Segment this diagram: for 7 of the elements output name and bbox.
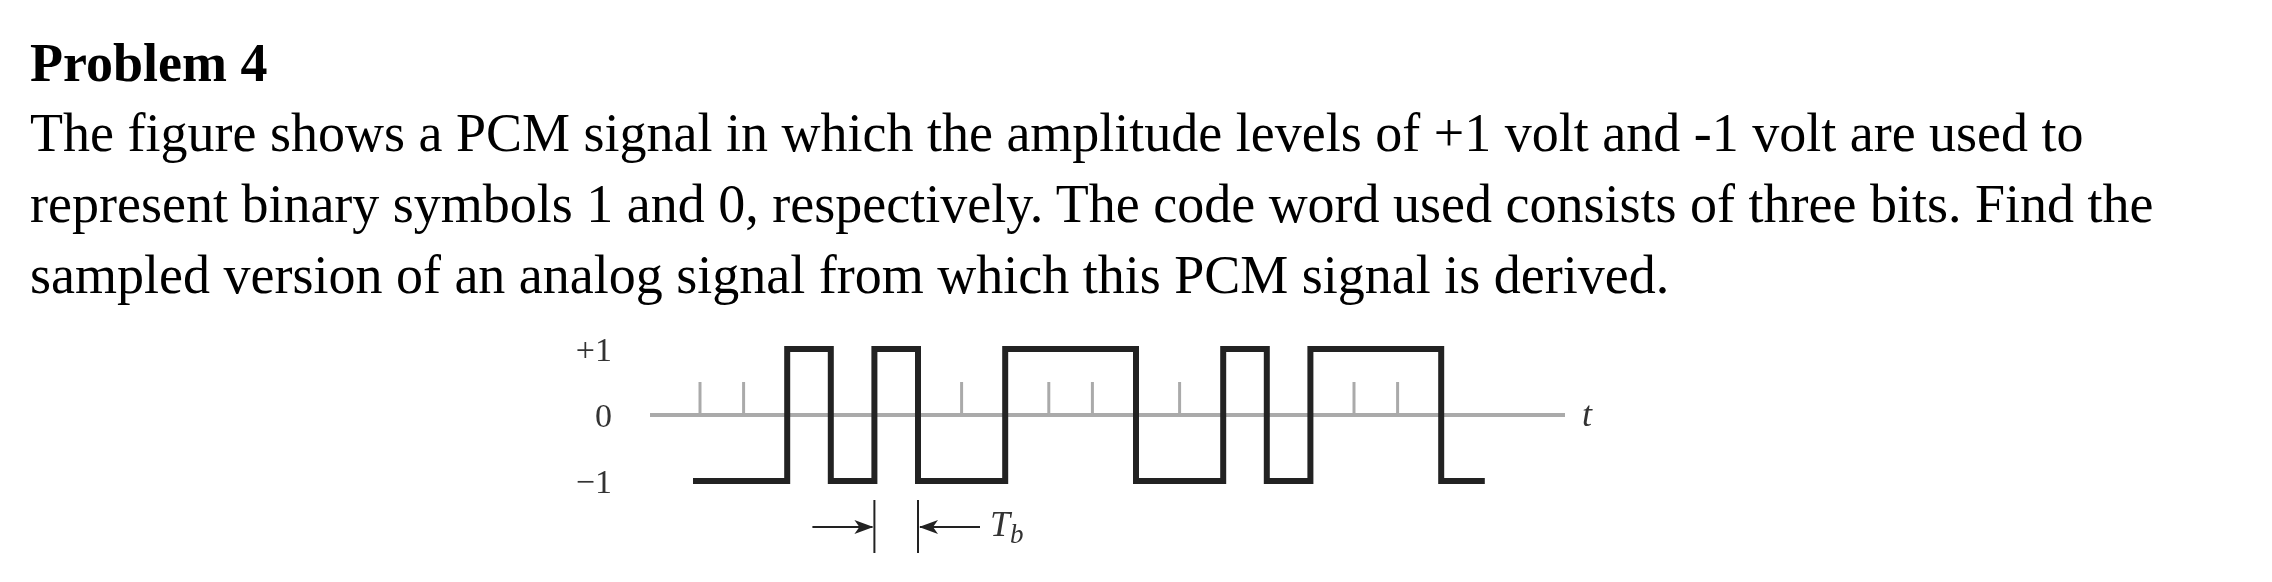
axis-label: t (1582, 396, 1592, 432)
problem-statement: The figure shows a PCM signal in which the amplitude levels of +1 volt and -1 volt are used to represent binary symbols 1 and 0, respectively. The code word used consists of three bits. Find the sampled version of an analog signal from which this PCM signal is derived. (30, 102, 2155, 307)
level-label: 0 (595, 398, 612, 433)
bit-period-label: T$_{b}$ (990, 506, 1024, 542)
problem-heading: Problem 4 (30, 36, 268, 90)
level-label: +1 (575, 332, 612, 367)
level-label: −1 (575, 464, 612, 499)
